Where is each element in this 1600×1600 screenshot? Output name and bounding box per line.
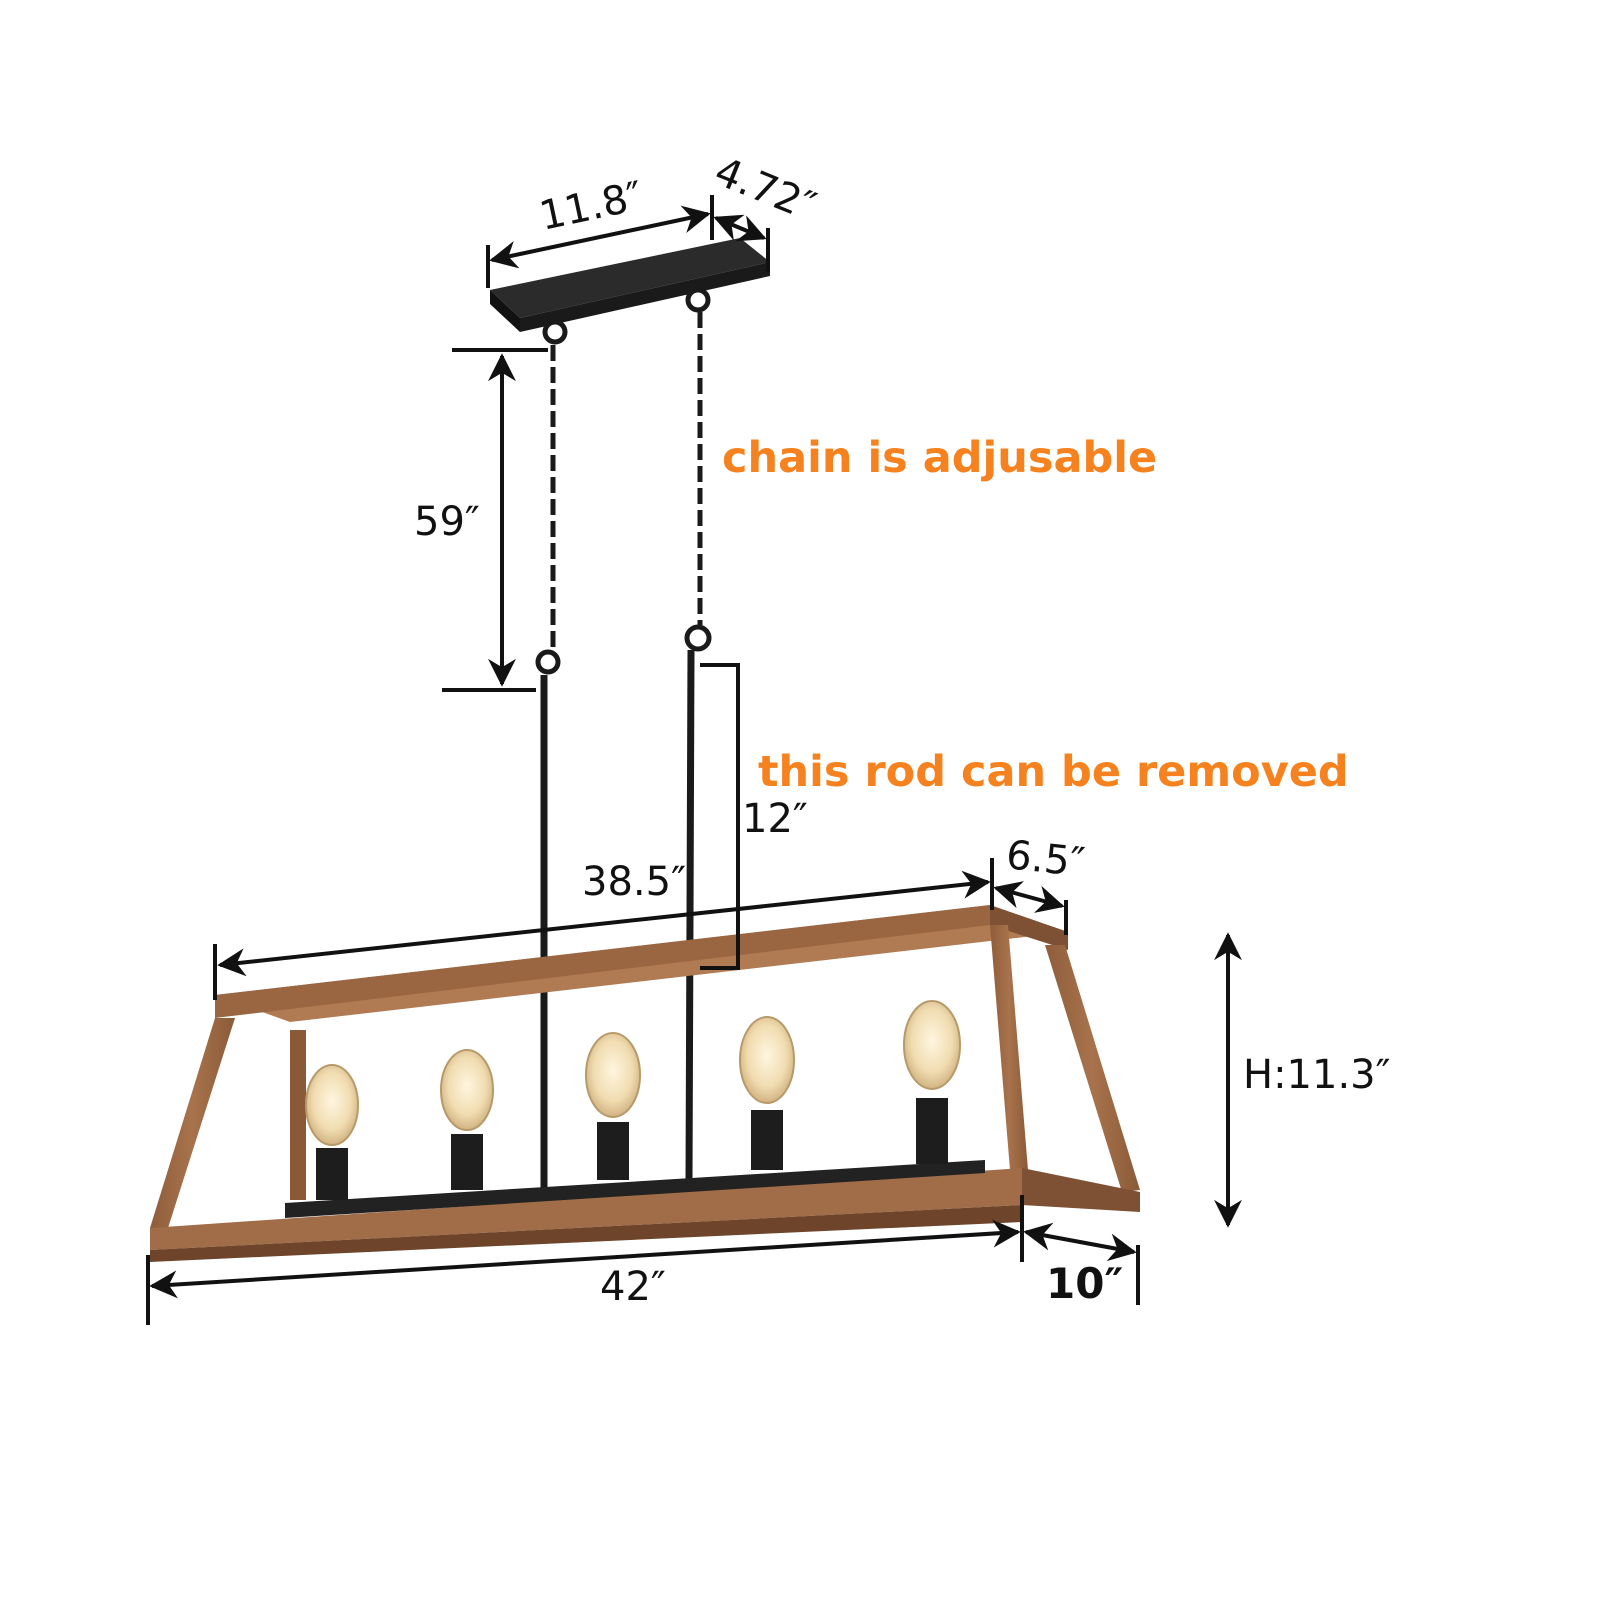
bulb-4 [739, 1016, 795, 1170]
top-frame-length-label: 38.5″ [582, 859, 686, 905]
height-label: H:11.3″ [1243, 1052, 1391, 1098]
chain-length-label: 59″ [414, 499, 480, 545]
bulbs [305, 1000, 961, 1200]
rod-length-label: 12″ [742, 796, 808, 842]
canopy-width-label: 4.72″ [708, 149, 822, 231]
bottom-frame-length-label: 42″ [600, 1264, 666, 1310]
bulb-2 [440, 1049, 494, 1190]
chains [535, 287, 712, 675]
dimension-lines [146, 195, 1242, 1325]
top-frame-width-label: 6.5″ [1004, 832, 1087, 886]
wood-frame [150, 905, 1140, 1262]
dimension-labels: 11.8″ 4.72″ 59″ chain is adjusable this … [414, 149, 1391, 1310]
bottom-frame-width-label: 10″ [1046, 1259, 1123, 1308]
chain-note: chain is adjusable [722, 433, 1157, 483]
rod-note: this rod can be removed [758, 747, 1349, 797]
bulb-3 [585, 1032, 641, 1180]
bulb-1 [305, 1064, 359, 1200]
bulb-5 [903, 1000, 961, 1164]
